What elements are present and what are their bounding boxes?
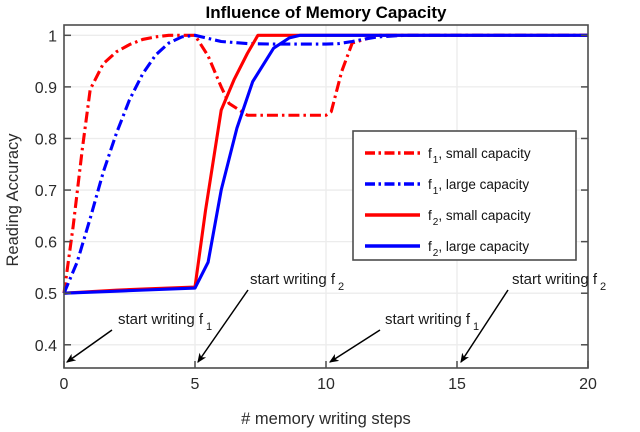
y-tick-label: 0.5: [35, 286, 57, 303]
annotation-arrow: [197, 289, 249, 363]
axis-ticks: 0 5 10 15 20 0.4 0.5 0.6 0.7 0.8 0.9 1: [35, 28, 597, 393]
x-axis-label: # memory writing steps: [241, 410, 411, 428]
annotation-arrow: [328, 329, 381, 363]
annotation-arrow: [66, 329, 113, 363]
x-tick-label: 0: [60, 376, 69, 393]
chart-title: Influence of Memory Capacity: [206, 3, 447, 22]
legend-label-3[interactable]: f2, small capacity: [428, 208, 531, 228]
y-tick-label: 0.6: [35, 235, 57, 252]
x-tick-label: 20: [579, 376, 597, 393]
x-tick-label: 15: [448, 376, 466, 393]
y-tick-label: 0.7: [35, 183, 57, 200]
y-axis-label: Reading Accuracy: [4, 133, 22, 267]
legend-label-4[interactable]: f2, large capacity: [428, 239, 529, 259]
series-lines: [62, 33, 588, 295]
x-tick-label: 10: [317, 376, 335, 393]
y-tick-label: 0.4: [35, 338, 57, 355]
y-tick-label: 1: [48, 28, 57, 45]
legend-label-1[interactable]: f1, small capacity: [428, 146, 531, 166]
legend-label-2[interactable]: f1, large capacity: [428, 177, 529, 197]
x-tick-label: 5: [191, 376, 200, 393]
y-tick-label: 0.8: [35, 131, 57, 148]
annotation-arrow: [460, 289, 509, 364]
y-tick-label: 0.9: [35, 80, 57, 97]
series-line-4: [63, 33, 588, 295]
legend[interactable]: f1, small capacity f1, large capacity f2, …: [352, 130, 577, 261]
series-line-2: [62, 33, 588, 294]
